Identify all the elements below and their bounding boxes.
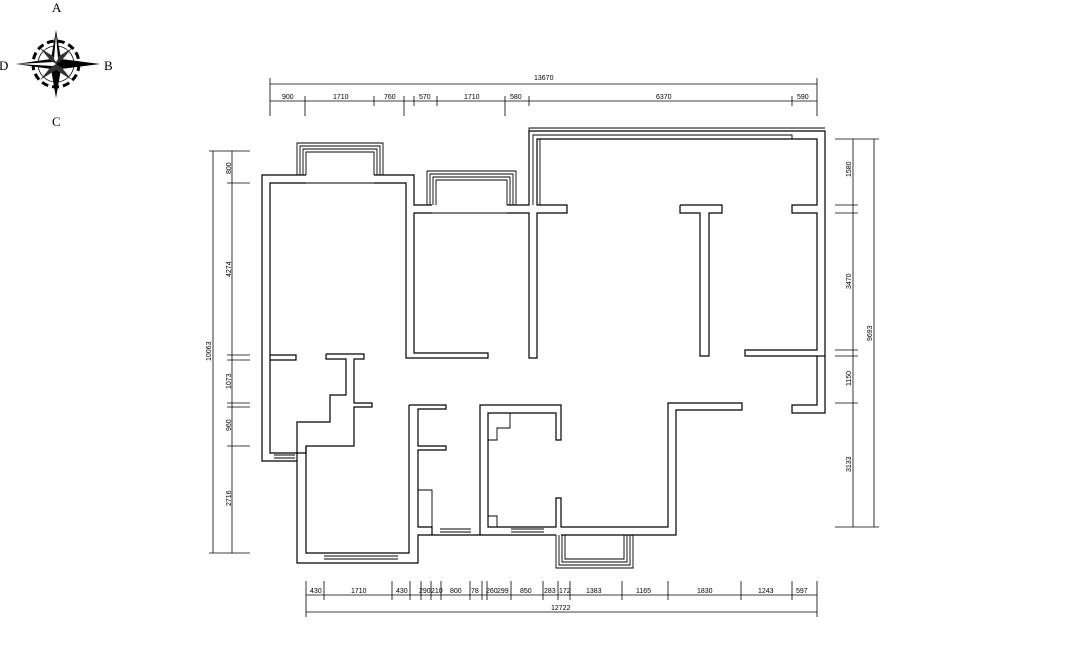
left-total-label: 10063 (206, 341, 213, 361)
compass-rose-icon (16, 30, 100, 98)
bay-window-top-middle (426, 170, 517, 214)
top-total-label: 13670 (534, 75, 554, 82)
bottom-total-label: 12722 (551, 605, 571, 612)
bottom-dim-label: 1243 (758, 588, 774, 595)
left-dim-label: 800 (226, 162, 233, 174)
bay-window-bottom (555, 535, 634, 569)
exterior-walls (261, 130, 826, 564)
right-dim-label: 1580 (846, 161, 853, 177)
bottom-dim-label: 78 (471, 588, 479, 595)
bottom-dim-label: 172 (559, 588, 571, 595)
top-dim-label: 760 (384, 94, 396, 101)
bay-window-top-left (296, 142, 384, 184)
dimension-lines (209, 78, 879, 617)
windows-small (274, 454, 544, 560)
bottom-dim-label: 1830 (697, 588, 713, 595)
top-dim-label: 900 (282, 94, 294, 101)
bottom-dim-label: 1710 (351, 588, 367, 595)
top-dim-label: 6370 (656, 94, 672, 101)
right-dimension-labels: 1580 3470 1150 3133 9693 (846, 161, 874, 472)
left-dim-label: 1073 (226, 373, 233, 389)
right-dim-label: 1150 (846, 371, 853, 386)
top-dim-label: 590 (797, 94, 809, 101)
bottom-dim-label: 290 (419, 588, 431, 595)
bottom-dim-label: 210 (431, 588, 443, 595)
window-top-right (528, 127, 825, 205)
bottom-dim-label: 1165 (636, 588, 651, 595)
bottom-dimension-labels: 430 1710 430 290 210 800 78 260 299 850 … (310, 588, 808, 612)
top-dimension-labels: 13670 900 1710 760 570 1710 580 6370 590 (282, 75, 809, 101)
left-dim-label: 4274 (226, 261, 233, 277)
right-total-label: 9693 (867, 325, 874, 341)
left-dim-label: 960 (226, 419, 233, 431)
top-dim-label: 570 (419, 94, 431, 101)
bottom-dim-label: 597 (796, 588, 808, 595)
top-dim-label: 1710 (464, 94, 480, 101)
compass-label-b: B (104, 58, 113, 73)
bottom-dim-label: 1383 (586, 588, 602, 595)
bottom-dim-label: 299 (497, 588, 509, 595)
left-dim-label: 2716 (226, 490, 233, 506)
top-dim-label: 580 (510, 94, 522, 101)
right-dim-label: 3470 (846, 273, 853, 289)
left-dimension-labels: 10063 800 4274 1073 960 2716 (206, 162, 233, 506)
bottom-dim-label: 260 (486, 588, 498, 595)
compass-label-c: C (52, 114, 61, 129)
top-dim-label: 1710 (333, 94, 349, 101)
bottom-dim-label: 850 (520, 588, 532, 595)
compass-label-d: D (0, 58, 8, 73)
bottom-dim-label: 800 (450, 588, 462, 595)
right-dim-label: 3133 (846, 456, 853, 472)
bottom-dim-label: 430 (310, 588, 322, 595)
bottom-dim-label: 283 (544, 588, 556, 595)
bottom-dim-label: 430 (396, 588, 408, 595)
compass-label-a: A (52, 0, 62, 15)
